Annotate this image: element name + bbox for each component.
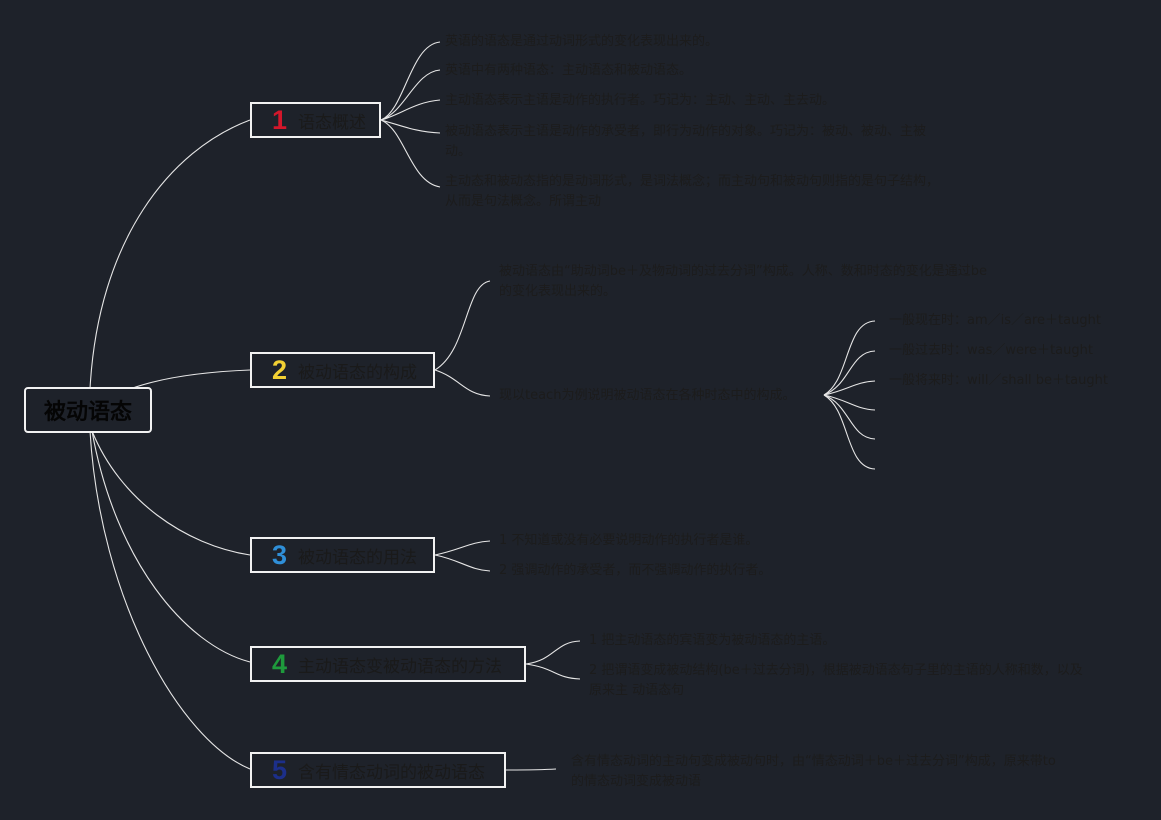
leaf-1-2[interactable]: 英语中有两种语态：主动语态和被动语态。 [445,63,693,78]
leaf-3-2[interactable]: 2 强调动作的承受者，而不强调动作的执行者。 [499,563,772,578]
link-b2-sub-5 [823,394,876,440]
link-b2-leaf-2 [434,369,491,397]
link-b1-leaf-3 [380,99,441,121]
link-b4-leaf-2 [525,663,581,680]
link-b3-leaf-2 [434,554,491,572]
leaf-5-1[interactable]: 含有情态动词的主动句变成被动句时，由“情态动词＋be＋过去分词”构成，原来带to… [571,754,1056,789]
branch-topic-4[interactable]: 4 主动语态变被动语态的方法 [250,646,526,682]
root-topic[interactable]: 被动语态 [24,387,152,433]
link-b2-sub-4 [823,394,876,411]
leaf-2-2[interactable]: 现以teach为例说明被动语态在各种时态中的构成。 [499,388,796,403]
branch-topic-5[interactable]: 5 含有情态动词的被动语态 [250,752,506,788]
link-b1-leaf-5 [380,119,441,188]
leaf-1-4[interactable]: 被动语态表示主语是动作的承受者，即行为动作的对象。巧记为：被动、被动、主被动。 [445,124,927,159]
branch-topic-1[interactable]: 1 语态概述 [250,102,381,138]
subleaf-2-2-2[interactable]: 一般过去时：was／were＋taught [889,343,1093,358]
link-b4-leaf-1 [525,640,581,665]
link-root-branch-3 [91,430,251,556]
leaf-3-1[interactable]: 1 不知道或没有必要说明动作的执行者是谁。 [499,533,759,548]
link-root-branch-5 [89,430,251,770]
link-b1-leaf-4 [380,119,441,134]
branch-label-5: 含有情态动词的被动语态 [298,762,485,783]
root-topic-label: 被动语态 [43,400,132,425]
branch-label-1: 语态概述 [298,112,366,133]
branch-number-1: 1 [272,104,288,135]
leaf-4-1[interactable]: 1 把主动语态的宾语变为被动语态的主语。 [589,633,836,648]
branch-number-5: 5 [272,754,288,785]
branch-label-2: 被动语态的构成 [298,362,417,383]
link-b2-sub-2 [823,350,876,396]
branch-topic-2[interactable]: 2 被动语态的构成 [250,352,435,388]
leaf-4-2[interactable]: 2 把谓语变成被动结构(be＋过去分词)，根据被动语态句子里的主语的人称和数，以… [589,663,1083,698]
branch-label-4: 主动语态变被动语态的方法 [298,656,502,677]
leaf-1-3[interactable]: 主动语态表示主语是动作的执行者。巧记为：主动、主动、主去动。 [445,93,836,108]
link-b2-sub-6 [823,394,876,470]
link-b2-sub-3 [823,380,876,396]
branch-number-2: 2 [272,354,288,385]
link-root-branch-4 [91,430,251,663]
leaf-2-1[interactable]: 被动语态由“助动词be＋及物动词的过去分词”构成。人称、数和时态的变化是通过be… [499,264,987,299]
link-b3-leaf-1 [434,540,491,556]
branch-number-3: 3 [272,539,288,570]
subleaf-2-2-3[interactable]: 一般将来时：will／shall be＋taught [889,373,1108,388]
link-b5-leaf-1 [505,768,557,771]
link-b2-leaf-1 [434,280,491,371]
link-root-branch-2 [129,369,251,390]
branch-topic-3[interactable]: 3 被动语态的用法 [250,537,435,573]
subleaf-2-2-1[interactable]: 一般现在时：am／is／are＋taught [889,313,1101,328]
branch-label-3: 被动语态的用法 [298,547,417,568]
branch-number-4: 4 [272,648,288,679]
link-root-branch-1 [89,119,251,390]
link-b2-sub-1 [823,320,876,396]
link-b1-leaf-2 [380,69,441,121]
leaf-1-5[interactable]: 主动态和被动态指的是动词形式，是词法概念；而主动句和被动句则指的是句子结构，从而… [445,174,940,209]
link-b1-leaf-1 [380,41,441,121]
leaf-1-1[interactable]: 英语的语态是通过动词形式的变化表现出来的。 [445,34,719,49]
